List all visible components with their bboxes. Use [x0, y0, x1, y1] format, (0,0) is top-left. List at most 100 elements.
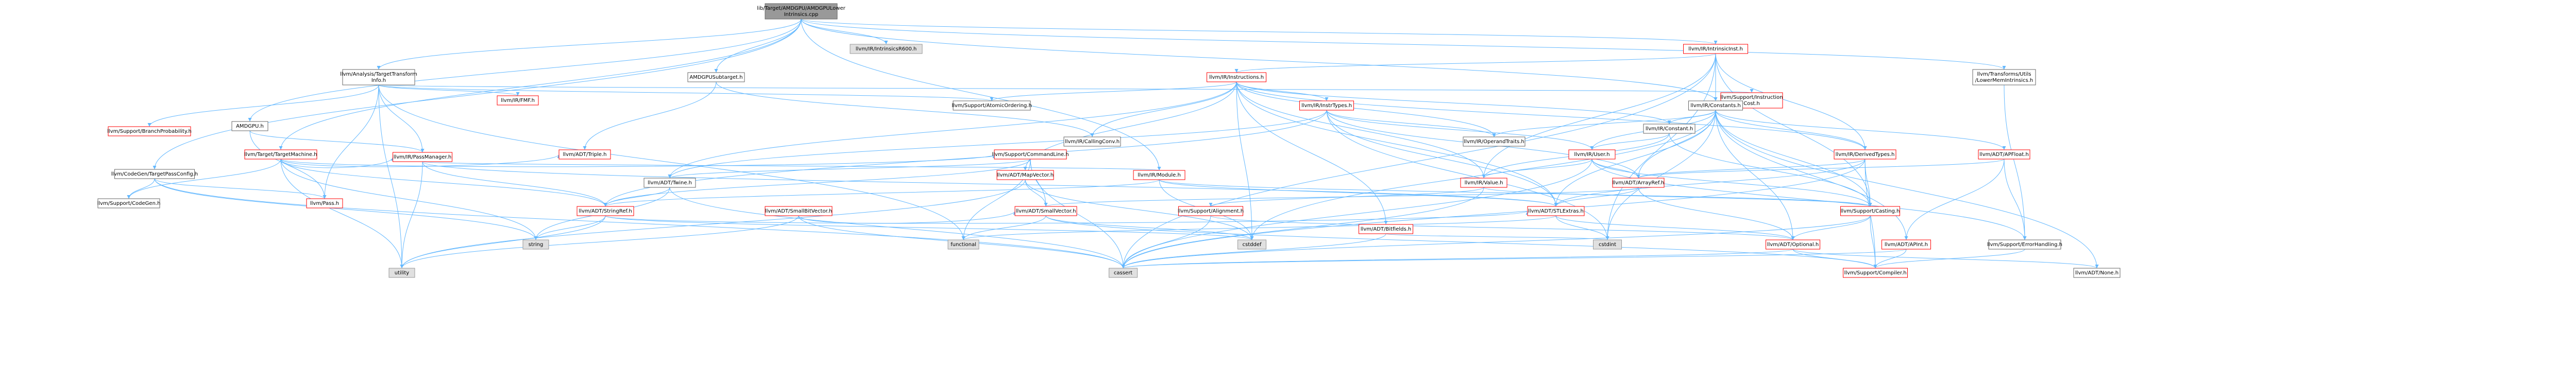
node-label: llvm/IR/Constant.h — [1646, 126, 1693, 132]
node-irUser[interactable]: llvm/IR/User.h — [1568, 149, 1616, 160]
node-box — [1463, 136, 1526, 147]
node-callingConv[interactable]: llvm/IR/CallingConv.h — [1063, 136, 1121, 147]
node-operandTraits[interactable]: llvm/IR/OperandTraits.h — [1463, 136, 1526, 147]
node-branchProb[interactable]: llvm/Support/BranchProbability.h — [107, 126, 192, 136]
node-root[interactable]: lib/Target/AMDGPU/AMDGPULowerIntrinsics.… — [757, 3, 846, 20]
node-irTriple[interactable]: llvm/ADT/Triple.h — [558, 149, 611, 160]
node-box — [1688, 100, 1743, 111]
node-smallBitVector[interactable]: llvm/ADT/SmallBitVector.h — [765, 206, 833, 216]
node-adtNone[interactable]: llvm/ADT/None.h — [2073, 268, 2121, 278]
edge-casting-to-adtOptional — [1791, 215, 1871, 240]
node-instrTypes[interactable]: llvm/IR/InstrTypes.h — [1299, 100, 1354, 111]
node-intrinsicInst[interactable]: llvm/IR/IntrinsicInst.h — [1683, 44, 1748, 54]
node-adtOptional[interactable]: llvm/ADT/Optional.h — [1766, 239, 1820, 250]
node-box — [1972, 69, 2036, 85]
node-box — [850, 44, 923, 54]
edge-constants-to-stlExtras — [1554, 110, 1716, 207]
node-stdCassert[interactable]: cassert — [1109, 268, 1138, 278]
node-label: llvm/Support/Compiler.h — [1844, 270, 1906, 276]
node-supportCodeGen[interactable]: llvm/Support/CodeGen.h — [97, 198, 161, 208]
edge-instrTypes-to-irUser — [1326, 110, 1594, 150]
node-codegenTarget[interactable]: llvm/CodeGen/TargetPassConfig.h — [111, 169, 198, 179]
edge-instrTypes-to-stdCstdint — [1326, 110, 1609, 240]
edge-arrayRef-to-adtOptional — [1638, 187, 1795, 240]
edge-derivedTypes-to-arrayRef — [1636, 159, 1866, 179]
node-irfmf[interactable]: llvm/IR/FMF.h — [497, 95, 539, 106]
edge-twine-to-stdCassert — [669, 187, 1125, 269]
node-irModule[interactable]: llvm/IR/Module.h — [1133, 170, 1185, 180]
node-supportAlignment[interactable]: llvm/Support/Alignment.h — [1178, 206, 1244, 216]
edge-targetMachine-to-stdUtility — [280, 159, 404, 269]
node-irConstant[interactable]: llvm/IR/Constant.h — [1643, 124, 1696, 134]
node-stringRef[interactable]: llvm/ADT/StringRef.h — [577, 206, 634, 216]
edge-apfloat-to-errorHandling — [2004, 159, 2027, 240]
node-amdgpuH[interactable]: AMDGPU.h — [231, 121, 268, 131]
node-apint[interactable]: llvm/ADT/APInt.h — [1882, 239, 1931, 250]
node-bitfields[interactable]: llvm/ADT/Bitfields.h — [1359, 224, 1413, 234]
node-box — [1014, 206, 1077, 216]
node-stlExtras[interactable]: llvm/ADT/STLExtras.h — [1527, 206, 1585, 216]
node-box — [1460, 178, 1507, 188]
node-twine[interactable]: llvm/ADT/Twine.h — [643, 178, 696, 188]
node-stdFunctional[interactable]: functional — [947, 239, 979, 250]
node-box — [1834, 149, 1896, 160]
node-label: llvm/ADT/APInt.h — [1885, 242, 1928, 248]
node-instructions[interactable]: llvm/IR/Instructions.h — [1207, 72, 1266, 82]
edge-instructions-to-callingConv — [1090, 81, 1237, 137]
node-atomicOrdering[interactable]: llvm/Support/AtomicOrdering.h — [952, 100, 1032, 111]
edge-supportAlignment-to-stdCassert — [1121, 215, 1211, 269]
edge-constants-to-derivedTypes — [1715, 110, 1867, 150]
node-label: llvm/IR/User.h — [1574, 152, 1609, 158]
node-commandLine[interactable]: llvm/Support/CommandLine.h — [992, 149, 1069, 160]
node-passManager[interactable]: llvm/IR/PassManager.h — [393, 152, 452, 162]
edge-analysisTTI-to-stdFunctional — [378, 84, 965, 240]
node-arrayRef[interactable]: llvm/ADT/ArrayRef.h — [1612, 178, 1665, 188]
edge-mapVector-to-smallVector — [1025, 179, 1048, 207]
node-smallVector[interactable]: llvm/ADT/SmallVector.h — [1014, 206, 1077, 216]
node-amdgpuSubtarget[interactable]: AMDGPUSubtarget.h — [687, 72, 745, 82]
edge-passManager-to-stringRef — [422, 161, 607, 207]
edge-root-to-transLowerMem — [801, 19, 2006, 70]
node-casting[interactable]: llvm/Support/Casting.h — [1840, 206, 1900, 216]
edge-apfloat-to-apint — [1904, 159, 2005, 240]
edge-targetMachine-to-stringRef — [280, 159, 607, 207]
edge-smallVector-to-stdCstddef — [1045, 215, 1254, 240]
node-apfloat[interactable]: llvm/ADT/APFloat.h — [1978, 149, 2030, 160]
edge-supportAlignment-to-adtOptional — [1210, 215, 1795, 240]
node-label: llvm/IR/Value.h — [1465, 180, 1503, 186]
edge-targetMachine-to-passManager — [280, 156, 395, 168]
edge-amdgpuSubtarget-to-irTriple — [583, 81, 717, 150]
edge-codegenTarget-to-stdCassert — [154, 178, 1125, 269]
node-derivedTypes[interactable]: llvm/IR/DerivedTypes.h — [1834, 149, 1896, 160]
node-supportCompiler[interactable]: llvm/Support/Compiler.h — [1843, 268, 1908, 278]
node-transLowerMem[interactable]: llvm/Transforms/Utils/LowerMemIntrinsics… — [1972, 69, 2036, 85]
node-label: llvm/IR/OperandTraits.h — [1464, 139, 1524, 145]
edge-smallVector-to-stdFunctional — [961, 215, 1046, 240]
node-irPass[interactable]: llvm/Pass.h — [306, 198, 343, 208]
edge-constants-to-stdCstdint — [1605, 110, 1716, 240]
node-stdUtility[interactable]: utility — [388, 268, 415, 278]
node-irValue[interactable]: llvm/IR/Value.h — [1460, 178, 1507, 188]
node-label: llvm/Support/Casting.h — [1841, 208, 1900, 214]
node-box — [522, 239, 549, 250]
node-stdString[interactable]: string — [522, 239, 549, 250]
node-label: llvm/ADT/Bitfields.h — [1361, 227, 1411, 232]
edge-stringRef-to-stdString — [534, 215, 606, 240]
node-targetMachine[interactable]: llvm/Target/TargetMachine.h — [244, 149, 317, 160]
node-label: llvm/IR/Module.h — [1138, 172, 1181, 178]
node-constants[interactable]: llvm/IR/Constants.h — [1688, 100, 1743, 111]
edge-analysisTTI-to-branchProb — [147, 84, 379, 127]
edge-instrTypes-to-stringRef — [603, 110, 1327, 207]
node-box — [1843, 268, 1908, 278]
edge-instrTypes-to-twine — [668, 110, 1327, 179]
edge-layer — [127, 19, 2099, 269]
node-intrinsicsR600[interactable]: llvm/IR/IntrinsicsR600.h — [850, 44, 923, 54]
edge-root-to-amdgpuH — [248, 19, 802, 122]
node-label: llvm/IR/PassManager.h — [394, 154, 451, 160]
node-errorHandling[interactable]: llvm/Support/ErrorHandling.h — [1987, 239, 2062, 250]
node-stdCstddef[interactable]: cstddef — [1238, 239, 1266, 250]
node-stdCstdint[interactable]: cstdint — [1593, 239, 1622, 250]
edge-instructions-to-stdCstddef — [1236, 81, 1254, 240]
node-mapVector[interactable]: llvm/ADT/MapVector.h — [996, 170, 1054, 180]
